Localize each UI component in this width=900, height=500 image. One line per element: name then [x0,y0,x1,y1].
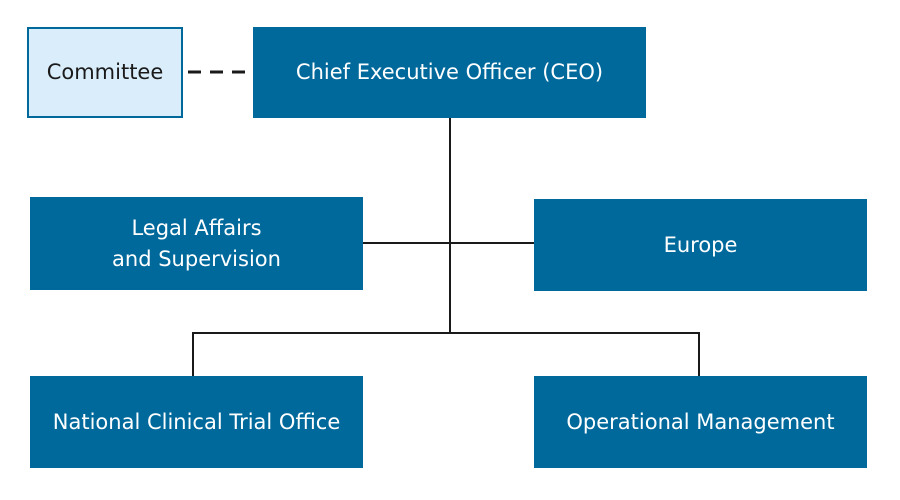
legal-affairs-box: Legal Affairs and Supervision [30,197,363,290]
operational-management-box: Operational Management [534,376,867,468]
ceo-box: Chief Executive Officer (CEO) [253,27,646,118]
committee-label: Committee [46,60,164,84]
operational-management-label: Operational Management [566,409,835,434]
legal-affairs-label: Legal Affairs and Supervision [112,215,281,271]
national-clinical-trial-office-label: National Clinical Trial Office [52,409,341,434]
europe-box: Europe [534,199,867,291]
national-clinical-trial-office-box: National Clinical Trial Office [30,376,363,468]
committee-box: Committee [27,27,183,118]
ceo-label: Chief Executive Officer (CEO) [295,60,604,84]
europe-label: Europe [663,232,738,257]
